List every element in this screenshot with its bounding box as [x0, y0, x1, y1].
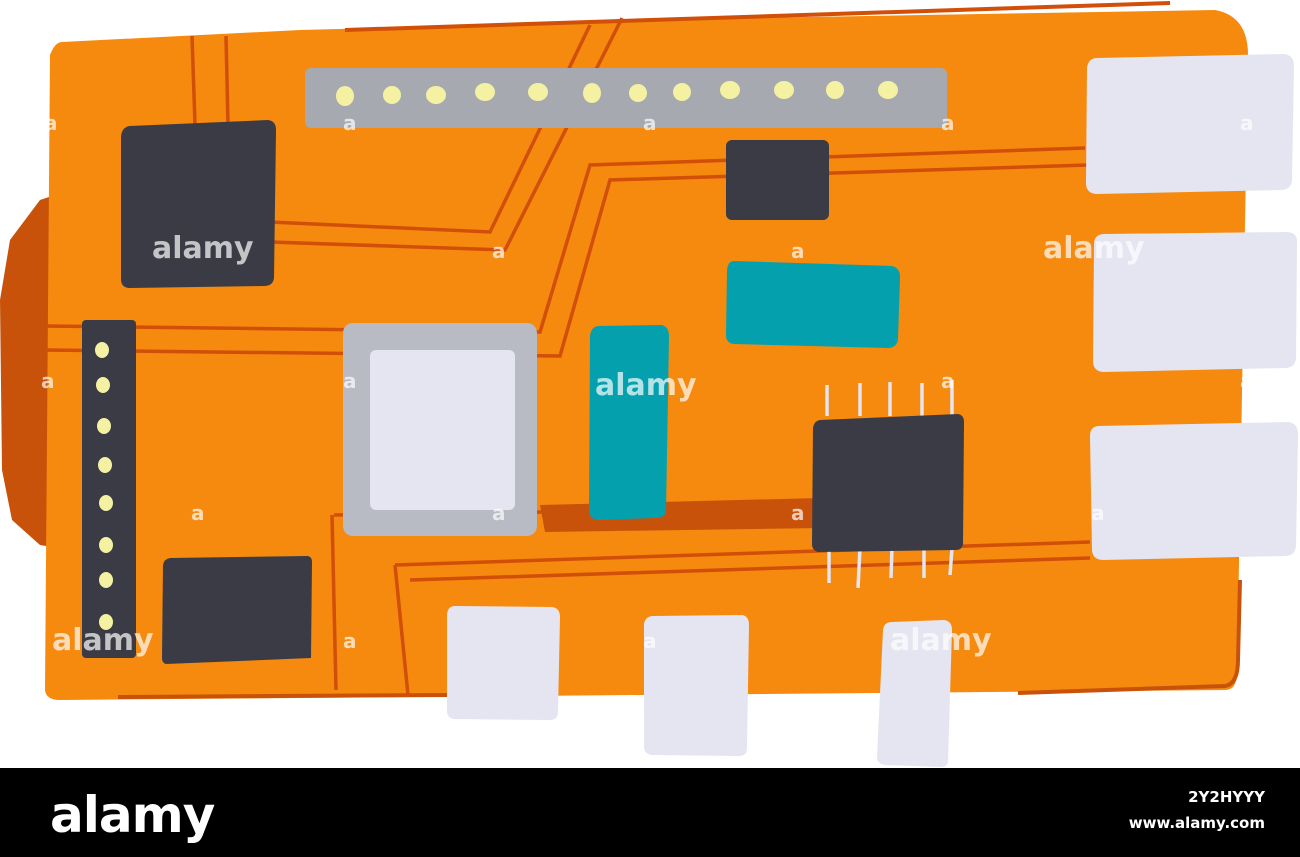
svg-text:a: a [44, 111, 58, 135]
svg-text:a: a [941, 369, 955, 393]
board-top-edge [344, 1, 1171, 32]
watermark-bottom-right: alamy [890, 623, 992, 658]
soc-face [370, 350, 515, 510]
ethernet-port [1090, 422, 1298, 560]
svg-text:a: a [791, 501, 805, 525]
svg-text:a: a [492, 501, 506, 525]
watermark-top-left: alamy [152, 231, 254, 266]
board-bottom-edge-right [1017, 579, 1242, 695]
svg-text:a: a [343, 111, 357, 135]
svg-text:a: a [191, 501, 205, 525]
watermark-dots: a a a a a a a a a a a a a a a a a a [41, 111, 1254, 653]
circuit-board-illustration: alamy alamy alamy alamy alamy a a a a a … [0, 1, 1298, 767]
cpu-chip [121, 120, 276, 288]
svg-text:a: a [343, 629, 357, 653]
chip-bottom-left [162, 556, 312, 664]
svg-text:a: a [643, 111, 657, 135]
site-url: www.alamy.com [1128, 814, 1265, 832]
teal-capacitor-horizontal [726, 261, 900, 348]
svg-text:a: a [343, 369, 357, 393]
image-id: 2Y2HYYY [1188, 788, 1265, 806]
stock-footer-bar: alamy 2Y2HYYY www.alamy.com [0, 768, 1300, 857]
watermark-bottom-left: alamy [52, 623, 154, 658]
svg-text:a: a [492, 239, 506, 263]
pin-header-left [82, 320, 136, 658]
watermark-top-right: alamy [1043, 231, 1145, 266]
watermarks: alamy alamy alamy alamy alamy [52, 231, 1145, 658]
header-leds-left [95, 342, 113, 630]
svg-text:a: a [1240, 111, 1254, 135]
svg-text:a: a [1240, 369, 1254, 393]
bottom-port-1 [447, 606, 560, 720]
bottom-port-3 [877, 620, 952, 767]
header-leds-top [336, 81, 898, 106]
board-bottom-edge-left [117, 693, 451, 699]
alamy-logo: alamy [50, 786, 215, 844]
ic-pins [825, 380, 954, 589]
svg-text:a: a [643, 629, 657, 653]
usb-port-2 [1093, 232, 1298, 372]
svg-text:a: a [1240, 629, 1254, 653]
svg-text:a: a [1091, 501, 1105, 525]
svg-text:a: a [941, 111, 955, 135]
usb-port-1 [1086, 54, 1294, 194]
pin-header-top [305, 68, 947, 128]
bottom-port-2 [644, 615, 749, 756]
ic-chip [812, 414, 964, 552]
watermark-center: alamy [595, 368, 697, 403]
svg-text:a: a [41, 369, 55, 393]
svg-text:a: a [791, 239, 805, 263]
teal-capacitor-vertical [589, 325, 669, 520]
small-chip-top [726, 140, 829, 220]
